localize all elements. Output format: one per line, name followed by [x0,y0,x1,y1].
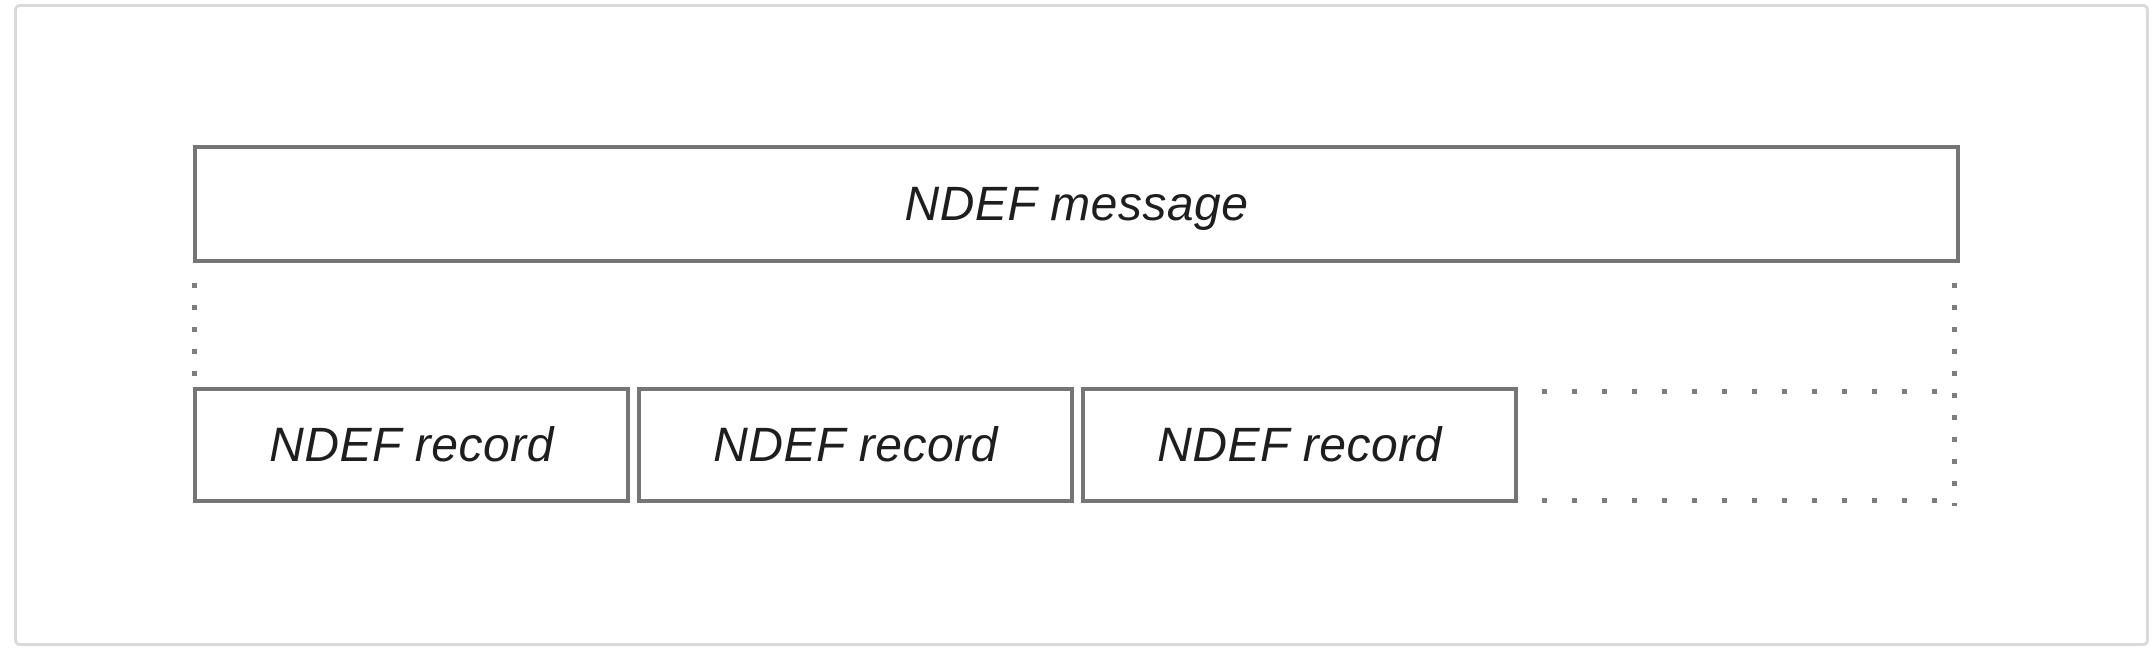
ndef-record-label-2: NDEF record [713,418,998,472]
dotted-continuation-bottom [1542,498,1954,503]
dotted-continuation-top [1542,389,1954,394]
dotted-connector-right [1952,283,1957,506]
ndef-record-box-3: NDEF record [1081,387,1518,503]
ndef-record-box-1: NDEF record [193,387,630,503]
ndef-message-box: NDEF message [193,145,1960,263]
ndef-record-label-1: NDEF record [269,418,554,472]
ndef-record-label-3: NDEF record [1157,418,1442,472]
ndef-record-box-2: NDEF record [637,387,1074,503]
dotted-connector-left [192,283,197,380]
diagram-card-border [14,4,2149,646]
ndef-message-label: NDEF message [904,177,1249,231]
